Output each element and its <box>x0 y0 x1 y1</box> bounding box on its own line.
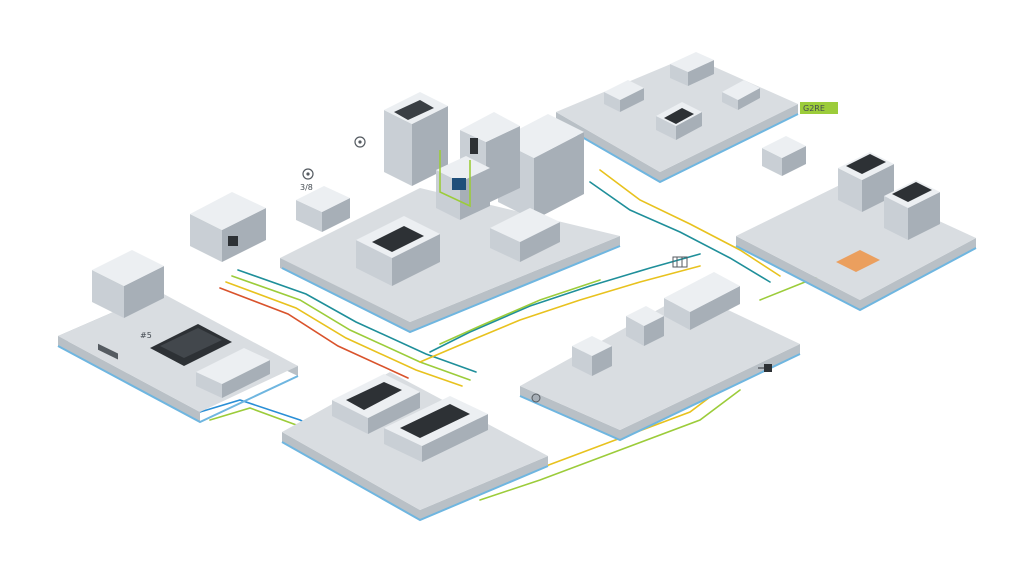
server-unit <box>92 250 164 360</box>
network-plug-icon <box>758 364 772 372</box>
module-c <box>656 102 702 140</box>
cable-teal-right <box>589 181 771 283</box>
small-station-right <box>762 136 806 176</box>
terminal-block-icon <box>672 256 688 268</box>
cable-green-bottom <box>479 389 741 501</box>
platform-center-right <box>519 292 801 442</box>
cable-teal-left <box>237 269 477 373</box>
gear-icon <box>302 168 314 180</box>
control-box <box>190 192 266 262</box>
module-center-2 <box>626 306 664 346</box>
gear-icon <box>354 136 366 148</box>
device-plate: #5 <box>140 331 152 340</box>
terminal-rack-1 <box>332 374 420 434</box>
keyboard-panel <box>150 324 232 366</box>
cable-yellow-left <box>225 281 463 387</box>
cabinet-tall <box>384 92 448 186</box>
module-b <box>670 52 714 86</box>
module-center-1 <box>572 336 612 376</box>
orange-flow <box>836 250 880 272</box>
machine-frame <box>436 150 490 220</box>
module-d <box>722 80 760 110</box>
workstation-small <box>296 186 350 232</box>
io-rack-left <box>196 348 270 398</box>
module-mark: 3/8 <box>300 183 313 192</box>
top-right-tag <box>800 102 838 114</box>
cabinet-right-b <box>884 180 940 240</box>
sensor-icon <box>531 393 541 403</box>
top-right-tag-text: G2RE <box>803 104 825 113</box>
conveyor-unit <box>490 208 560 262</box>
cable-yellow-right <box>599 169 781 277</box>
cable-red-left <box>219 287 409 379</box>
terminal-rack-2 <box>384 396 488 462</box>
switch-panel <box>664 272 740 330</box>
module-a <box>604 80 644 112</box>
platform-right <box>735 180 977 312</box>
cable-yellow-center <box>419 265 701 363</box>
cable-green-left <box>231 275 471 381</box>
cable-teal-center <box>429 253 701 353</box>
cable-green-center <box>439 279 601 345</box>
cnc-unit <box>356 216 440 286</box>
